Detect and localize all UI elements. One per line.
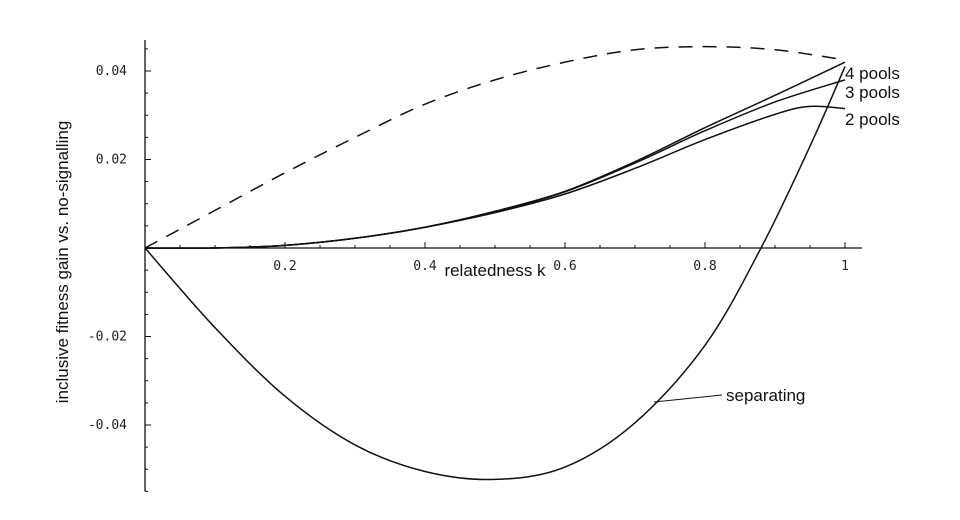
y-axis-label: inclusive fitness gain vs. no-signalling — [53, 121, 72, 404]
series-group — [144, 45, 846, 481]
y-tick-label: -0.02 — [88, 330, 127, 345]
x-axis-label: relatedness k — [444, 261, 546, 280]
x-tick-label: 0.2 — [273, 259, 296, 274]
series-4-pools — [144, 61, 846, 249]
x-tick-label: 1 — [841, 259, 849, 274]
series-separating — [144, 66, 846, 481]
series-3-pools — [144, 79, 846, 249]
x-tick-label: 0.8 — [693, 259, 716, 274]
series-dashed — [144, 45, 846, 249]
y-tick-label: 0.04 — [96, 64, 127, 79]
label-2-pools: 2 pools — [845, 110, 900, 129]
y-tick-label: 0.02 — [96, 153, 127, 168]
y-tick-label: -0.04 — [88, 418, 127, 433]
label-separating: separating — [726, 386, 805, 405]
label-3-pools: 3 pools — [845, 83, 900, 102]
series-2-pools — [144, 105, 846, 249]
x-tick-label: 0.6 — [553, 259, 576, 274]
label-4-pools: 4 pools — [845, 64, 900, 83]
x-tick-label: 0.4 — [413, 259, 437, 274]
axes: 0.2 0.4 0.6 0.8 1 0.04 0.02 -0.02 -0.04 — [88, 40, 862, 492]
separating-leader-line — [653, 394, 723, 403]
